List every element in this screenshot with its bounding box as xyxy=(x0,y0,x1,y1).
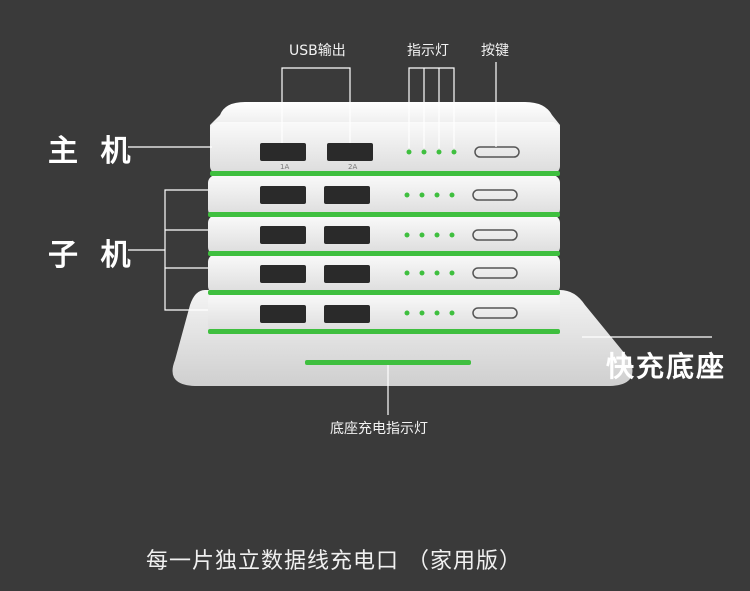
host-label: 主 机 xyxy=(48,134,137,169)
base-indicator-label: 底座充电指示灯 xyxy=(330,421,428,437)
base-indicator-light xyxy=(305,360,471,365)
sub-unit-1 xyxy=(208,175,560,217)
host-unit xyxy=(210,102,560,176)
sub-unit-label: 子 机 xyxy=(48,238,137,273)
bottom-caption: 每一片独立数据线充电口 （家用版） xyxy=(146,549,522,574)
port-1a-label: 1A xyxy=(280,163,290,171)
indicator-light-label: 指示灯 xyxy=(407,43,449,59)
fast-charge-base-label: 快充底座 xyxy=(606,350,727,383)
port-2a-label: 2A xyxy=(348,163,358,171)
sub-unit-2 xyxy=(208,215,560,256)
sub-unit-3 xyxy=(208,254,560,295)
callout-lines xyxy=(128,62,712,415)
sub-unit-4 xyxy=(208,293,560,334)
button-label: 按键 xyxy=(481,43,509,59)
usb-output-label: USB输出 xyxy=(289,43,346,59)
